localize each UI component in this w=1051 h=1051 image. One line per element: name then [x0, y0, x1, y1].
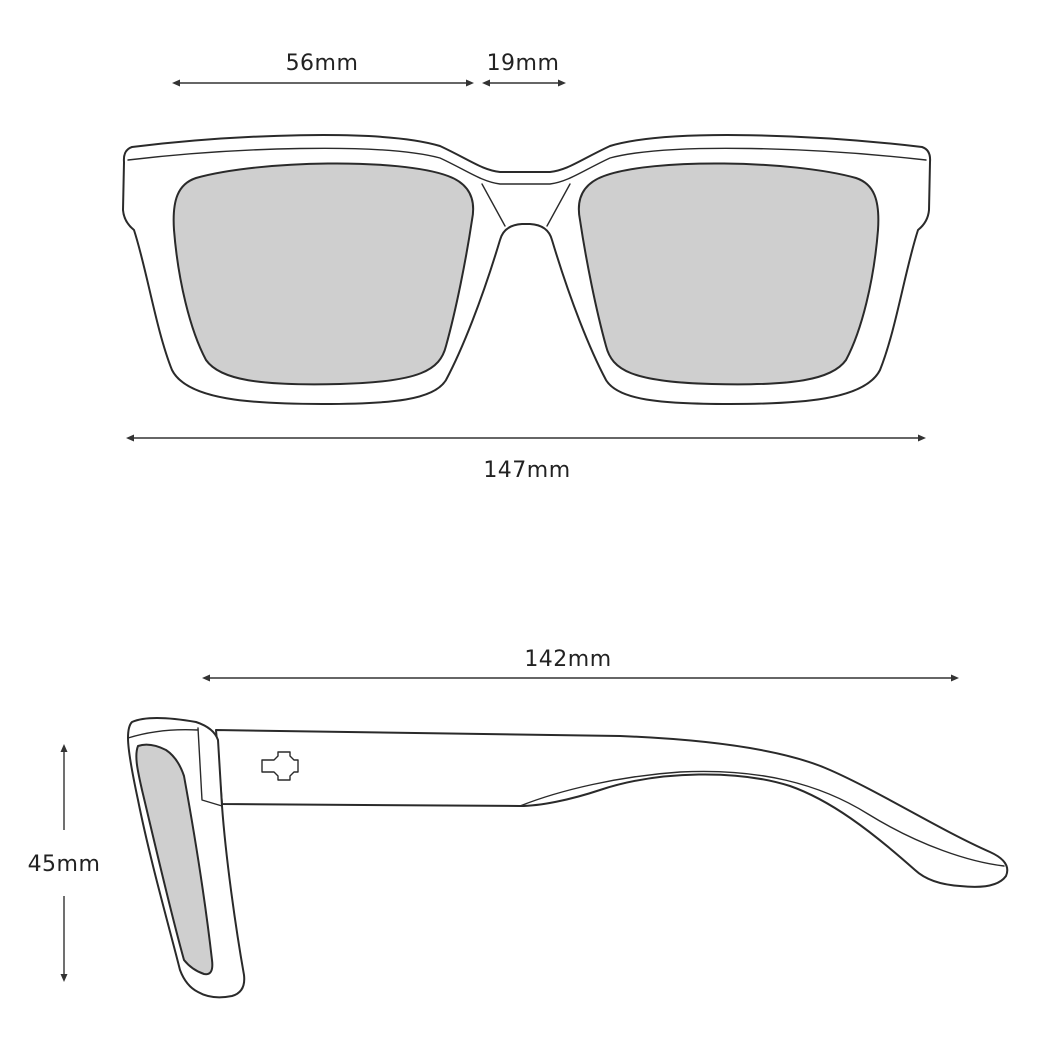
- bridge-width-label: 19mm: [487, 51, 560, 76]
- bridge-width-dimension: 19mm: [482, 51, 566, 87]
- bridge-bevel-left: [481, 183, 506, 227]
- lens-height-label: 45mm: [28, 852, 101, 877]
- temple-inner-line: [519, 770, 1005, 867]
- spy-plus-logo-icon: [261, 751, 299, 781]
- lens-width-label: 56mm: [286, 51, 359, 76]
- right-lens: [577, 162, 880, 386]
- side-lens: [135, 743, 214, 976]
- temple-length-dimension: 142mm: [202, 647, 959, 682]
- temple-arm: [215, 729, 1009, 888]
- frame-rim-line: [127, 729, 199, 739]
- front-view: 56mm 19mm 147mm: [122, 51, 932, 483]
- bridge-bevel-right: [546, 183, 571, 227]
- side-view: 142mm 45mm: [28, 647, 1009, 999]
- left-lens: [172, 162, 475, 386]
- lens-height-dimension: 45mm: [28, 744, 101, 982]
- frame-width-label: 147mm: [483, 458, 570, 483]
- lens-width-dimension: 56mm: [172, 51, 474, 87]
- frame-width-dimension: 147mm: [126, 434, 926, 483]
- front-brow-line: [127, 147, 927, 185]
- temple-length-label: 142mm: [524, 647, 611, 672]
- hinge-line: [197, 727, 223, 807]
